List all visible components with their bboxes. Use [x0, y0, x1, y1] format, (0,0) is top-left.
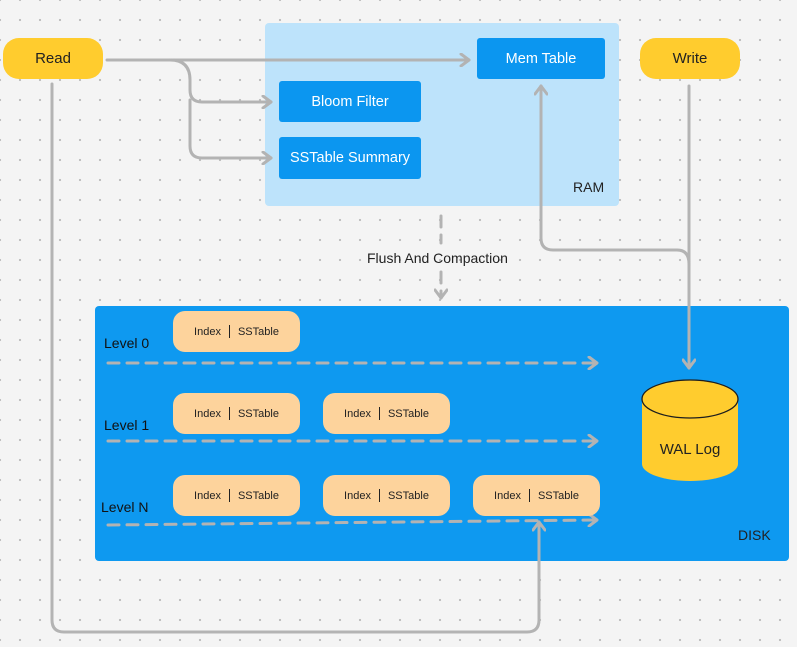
- write-node: Write: [640, 38, 740, 79]
- level-1-label: Level 1: [104, 417, 150, 433]
- sstable-label: SSTable: [237, 325, 279, 338]
- index-label: Index: [194, 489, 221, 502]
- wal-to-memtable-connector: [541, 84, 691, 266]
- separator: [228, 325, 230, 338]
- index-label: Index: [194, 407, 221, 420]
- sstable-label: SSTable: [237, 407, 279, 420]
- read-node: Read: [3, 38, 103, 79]
- sstable-label: SSTable: [237, 489, 279, 502]
- wal-log-label: WAL Log: [660, 441, 721, 458]
- sstable-node: Index SSTable: [473, 475, 600, 516]
- index-label: Index: [344, 489, 371, 502]
- sstable-node: Index SSTable: [323, 393, 450, 434]
- read-to-summary-connector: [188, 98, 273, 158]
- wal-cylinder-top: [641, 379, 739, 419]
- read-to-leveln-connector: [50, 82, 539, 634]
- separator: [228, 489, 230, 502]
- sstable-label: SSTable: [537, 489, 579, 502]
- level-0-label: Level 0: [104, 335, 150, 351]
- index-label: Index: [494, 489, 521, 502]
- index-label: Index: [194, 325, 221, 338]
- sstable-node: Index SSTable: [173, 311, 300, 352]
- level-n-flow-connector: [106, 520, 599, 525]
- ram-label: RAM: [573, 179, 605, 195]
- separator: [228, 407, 230, 420]
- separator: [378, 407, 380, 420]
- disk-label: DISK: [738, 527, 771, 543]
- sstable-node: Index SSTable: [173, 475, 300, 516]
- read-to-bloom-connector: [168, 58, 273, 102]
- flush-and-compaction-label: Flush And Compaction: [367, 250, 508, 266]
- sstable-summary-node: SSTable Summary: [279, 137, 421, 179]
- sstable-label: SSTable: [387, 407, 429, 420]
- sstable-node: Index SSTable: [323, 475, 450, 516]
- wal-cylinder-body: [642, 400, 738, 481]
- bloom-filter-node: Bloom Filter: [279, 81, 421, 122]
- separator: [528, 489, 530, 502]
- separator: [378, 489, 380, 502]
- sstable-node: Index SSTable: [173, 393, 300, 434]
- sstable-label: SSTable: [387, 489, 429, 502]
- index-label: Index: [344, 407, 371, 420]
- level-n-label: Level N: [101, 499, 149, 515]
- mem-table-node: Mem Table: [477, 38, 605, 79]
